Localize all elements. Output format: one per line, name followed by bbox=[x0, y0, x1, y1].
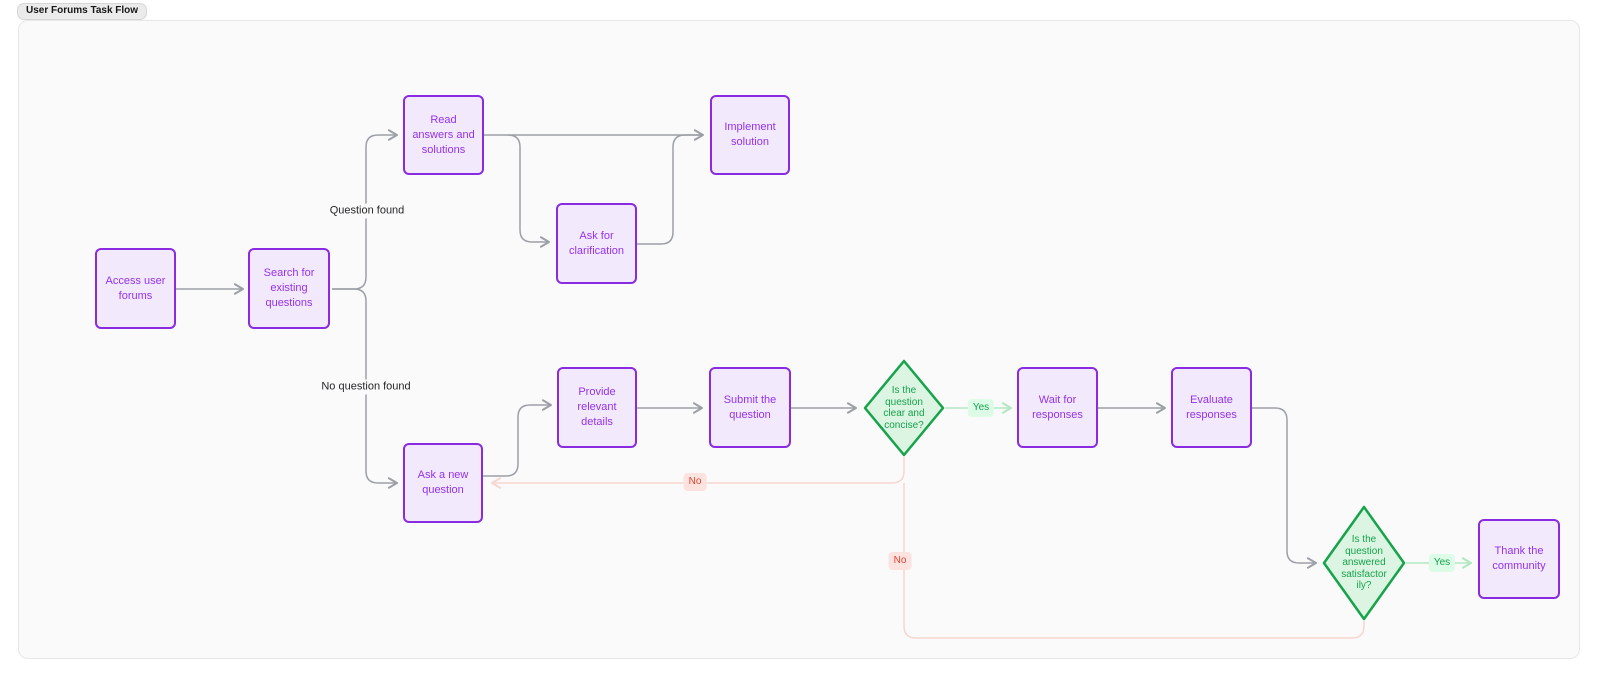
node-label: Read answers and solutions bbox=[412, 113, 475, 156]
node-decision-question-clear[interactable]: Is the question clear and concise? bbox=[863, 359, 945, 457]
node-wait-for-responses[interactable]: Wait for responses bbox=[1017, 367, 1098, 448]
diamond-shape bbox=[1322, 505, 1406, 621]
edge-decision-answered-no-loop bbox=[903, 483, 1365, 639]
node-read-answers-solutions[interactable]: Read answers and solutions bbox=[403, 95, 484, 175]
edge-decision-clear-no-to-asknew bbox=[490, 457, 905, 489]
node-label: Ask for clarification bbox=[568, 229, 625, 257]
node-submit-question[interactable]: Submit the question bbox=[709, 367, 791, 448]
node-label: Search for existing questions bbox=[263, 267, 315, 309]
node-label: Ask a new question bbox=[417, 469, 469, 496]
flowchart-canvas bbox=[18, 20, 1580, 659]
edge-badge-yes-answered: Yes bbox=[1428, 554, 1456, 572]
edge-evaluate-to-decision-answered bbox=[1252, 407, 1318, 569]
node-thank-community[interactable]: Thank the community bbox=[1478, 519, 1560, 599]
edge-label-question-found: Question found bbox=[326, 203, 408, 219]
node-label: Thank the community bbox=[1492, 545, 1546, 572]
node-label: Access user forums bbox=[105, 274, 166, 302]
edge-asknew-to-provide bbox=[483, 399, 553, 477]
node-label: Is the question clear and concise? bbox=[883, 385, 925, 431]
node-ask-for-clarification[interactable]: Ask for clarification bbox=[556, 203, 637, 284]
node-ask-new-question[interactable]: Ask a new question bbox=[403, 443, 483, 523]
node-decision-question-answered[interactable]: Is the question answered satisfactor ily… bbox=[1322, 505, 1406, 621]
node-search-existing-questions[interactable]: Search for existing questions bbox=[248, 248, 330, 329]
edge-label-no-question-found: No question found bbox=[318, 379, 414, 395]
node-label: Is the question answered satisfactor ily… bbox=[1341, 534, 1387, 592]
node-provide-relevant-details[interactable]: Provide relevant details bbox=[557, 367, 637, 448]
node-label: Submit the question bbox=[723, 393, 777, 421]
node-label: Implement solution bbox=[724, 121, 776, 148]
edge-badge-no-clear: No bbox=[683, 473, 707, 491]
node-label: Wait for responses bbox=[1032, 393, 1083, 421]
edge-read-to-clarify bbox=[507, 134, 551, 248]
node-label: Evaluate responses bbox=[1186, 393, 1237, 421]
node-implement-solution[interactable]: Implement solution bbox=[710, 95, 790, 175]
diagram-title-badge[interactable]: User Forums Task Flow bbox=[17, 3, 148, 20]
node-label: Provide relevant details bbox=[577, 386, 617, 428]
edge-badge-yes-clear: Yes bbox=[967, 399, 995, 417]
edge-clarify-to-implement bbox=[637, 134, 700, 245]
edge-badge-no-answered: No bbox=[888, 552, 912, 570]
node-evaluate-responses[interactable]: Evaluate responses bbox=[1171, 367, 1252, 448]
node-access-user-forums[interactable]: Access user forums bbox=[95, 248, 176, 329]
diamond-shape bbox=[863, 359, 945, 457]
